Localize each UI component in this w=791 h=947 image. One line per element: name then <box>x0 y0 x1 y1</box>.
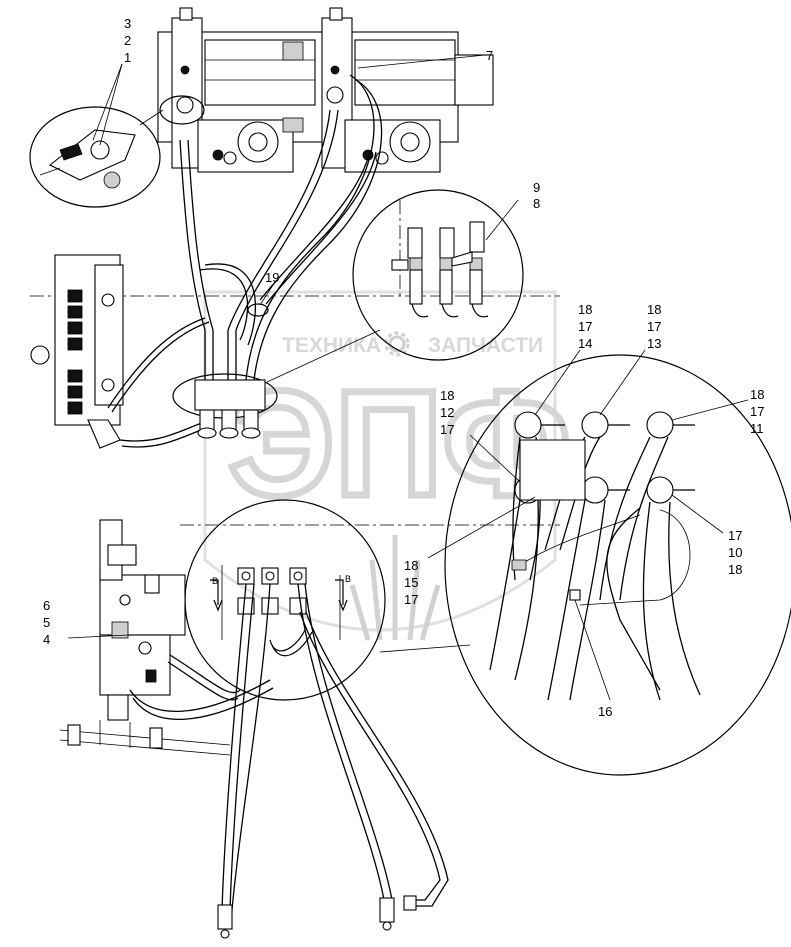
callout-15: 15 <box>404 575 418 590</box>
leader-lines <box>67 54 749 701</box>
watermark-brand-left: ТЕХНИКА <box>282 334 381 357</box>
callout-19: 19 <box>265 270 279 285</box>
callout-17e: 17 <box>728 528 742 543</box>
pump-hoses <box>179 74 383 391</box>
callout-9: 9 <box>533 180 540 195</box>
callout-3: 3 <box>124 16 131 31</box>
lower-valve-block <box>59 519 231 756</box>
detail-view-hose-routing <box>444 354 791 776</box>
detail-view-adapters <box>172 189 524 419</box>
lower-hoses <box>129 583 449 939</box>
callout-16: 16 <box>598 704 612 719</box>
watermark: ЭПФ ТЕХНИКА ЗАПЧАСТИ <box>203 290 574 641</box>
callout-5: 5 <box>43 615 50 630</box>
callout-17a: 17 <box>578 319 592 334</box>
callout-18d: 18 <box>440 388 454 403</box>
callout-6: 6 <box>43 598 50 613</box>
watermark-logo: ЭПФ <box>228 359 571 527</box>
callout-17b: 17 <box>647 319 661 334</box>
callout-4: 4 <box>43 632 50 647</box>
callout-17c: 17 <box>750 404 764 419</box>
callout-2: 2 <box>124 33 131 48</box>
callout-13: 13 <box>647 336 661 351</box>
pump-assembly <box>157 7 494 173</box>
wheat-emblem-icon <box>349 535 441 641</box>
detail-view-b: B B <box>184 499 386 701</box>
view-marker-left: B <box>212 576 218 586</box>
callout-11: 11 <box>750 421 764 436</box>
view-marker-right: B <box>345 574 351 584</box>
callout-14: 14 <box>578 336 592 351</box>
callout-1: 1 <box>124 50 131 65</box>
callout-8: 8 <box>533 196 540 211</box>
callout-18f: 18 <box>404 558 418 573</box>
callout-18b: 18 <box>647 302 661 317</box>
detail-view-fitting <box>29 63 205 208</box>
callout-7: 7 <box>486 48 493 63</box>
callouts: 3 2 1 7 9 8 19 18 17 14 18 17 13 18 17 1… <box>43 16 764 719</box>
callout-18a: 18 <box>578 302 592 317</box>
center-manifold <box>194 379 266 439</box>
callout-18c: 18 <box>750 387 764 402</box>
upper-valve-block <box>30 254 213 449</box>
callout-17d: 17 <box>440 422 454 437</box>
callout-10: 10 <box>728 545 742 560</box>
callout-18e: 18 <box>728 562 742 577</box>
callout-17f: 17 <box>404 592 418 607</box>
callout-12: 12 <box>440 405 454 420</box>
gear-icon <box>384 331 410 357</box>
